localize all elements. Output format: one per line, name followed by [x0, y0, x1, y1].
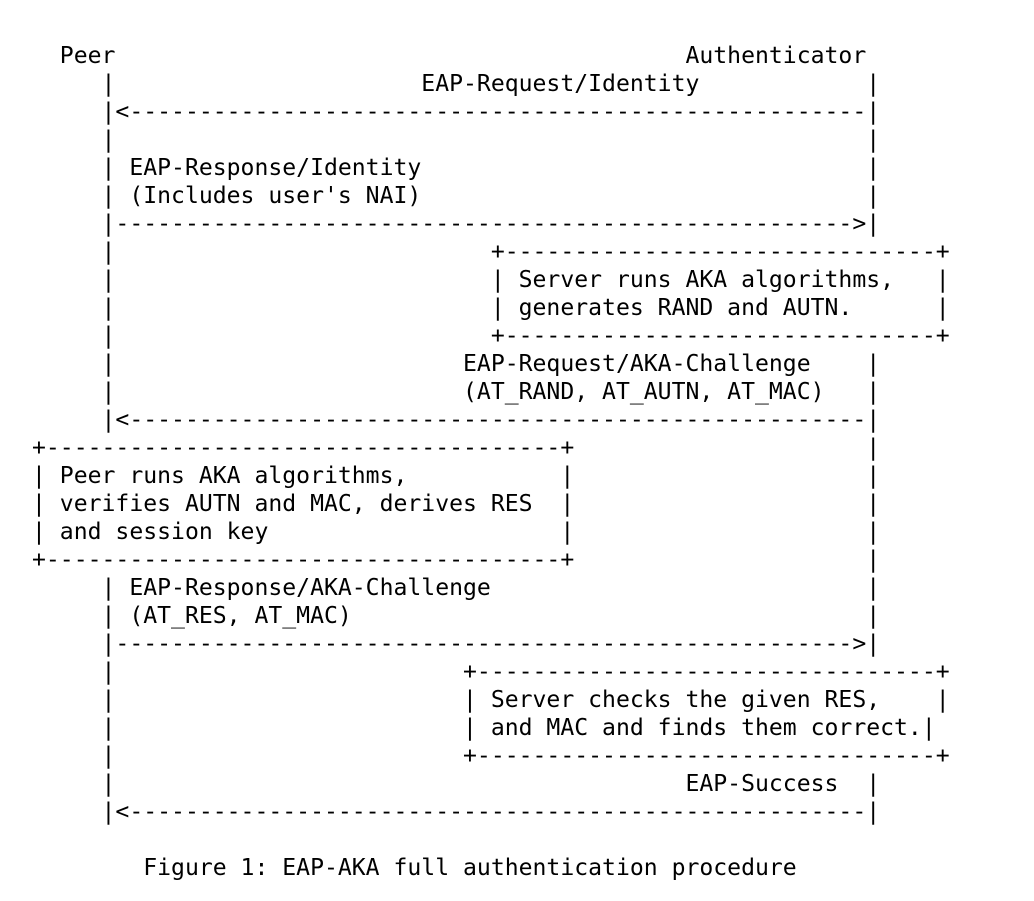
message-label-eap-response-identity: | EAP-Response/Identity | — [32, 155, 881, 181]
server-note-text: | | generates RAND and AUTN. | — [32, 295, 950, 321]
server-check-box-top: | +---------------------------------+ — [32, 659, 950, 685]
message-label-eap-response-identity-detail: | (Includes user's NAI) | — [32, 183, 881, 209]
peer-note-box-bottom: +-------------------------------------+ … — [32, 547, 881, 573]
peer-note-box-top: +-------------------------------------+ … — [32, 435, 881, 461]
arrow-to-authenticator: |---------------------------------------… — [32, 211, 881, 237]
message-label-eap-request-aka-challenge: | EAP-Request/AKA-Challenge | — [32, 351, 881, 377]
message-label-eap-success: | EAP-Success | — [32, 771, 881, 797]
server-note-box-top: | +-------------------------------+ — [32, 239, 950, 265]
server-note-box-bottom: | +-------------------------------+ — [32, 323, 950, 349]
message-label-eap-request-aka-challenge-detail: | (AT_RAND, AT_AUTN, AT_MAC) | — [32, 379, 881, 405]
figure-caption: Figure 1: EAP-AKA full authentication pr… — [32, 855, 797, 881]
arrow-to-peer: |<--------------------------------------… — [32, 99, 881, 125]
arrow-to-authenticator: |---------------------------------------… — [32, 631, 881, 657]
server-check-text: | | and MAC and finds them correct.| — [32, 715, 936, 741]
message-label-eap-response-aka-challenge-detail: | (AT_RES, AT_MAC) | — [32, 603, 881, 629]
message-label-eap-response-aka-challenge: | EAP-Response/AKA-Challenge | — [32, 575, 881, 601]
peer-note-text: | Peer runs AKA algorithms, | | — [32, 463, 881, 489]
arrow-to-peer: |<--------------------------------------… — [32, 799, 881, 825]
sequence-diagram: Peer Authenticator | EAP-Request/Identit… — [32, 42, 950, 826]
arrow-to-peer: |<--------------------------------------… — [32, 407, 881, 433]
peer-note-text: | and session key | | — [32, 519, 881, 545]
participant-headers: Peer Authenticator — [32, 43, 867, 69]
server-check-box-bottom: | +---------------------------------+ — [32, 743, 950, 769]
server-note-text: | | Server runs AKA algorithms, | — [32, 267, 950, 293]
server-check-text: | | Server checks the given RES, | — [32, 687, 950, 713]
peer-note-text: | verifies AUTN and MAC, derives RES | | — [32, 491, 881, 517]
lifeline-segment: | | — [32, 127, 881, 153]
message-label-eap-request-identity: | EAP-Request/Identity | — [32, 71, 881, 97]
